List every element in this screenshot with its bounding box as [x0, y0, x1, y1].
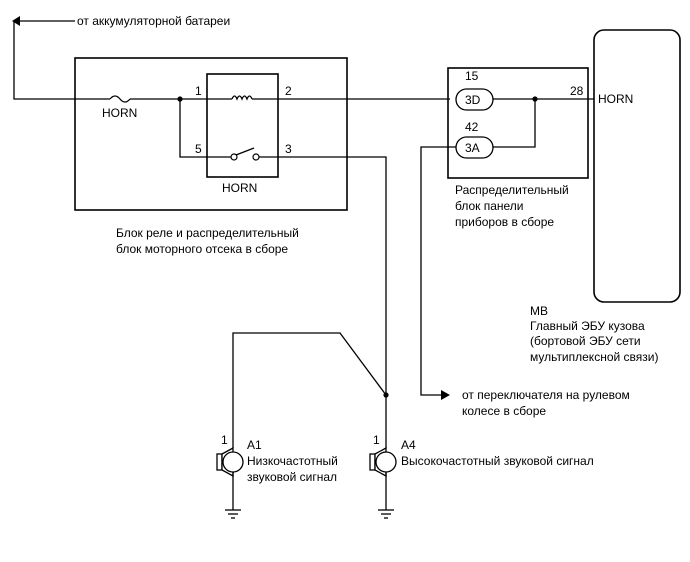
- a4-code: A4: [401, 438, 416, 452]
- mb-label-1: Главный ЭБУ кузова: [530, 319, 645, 333]
- panel-label-1: Распределительный: [455, 183, 569, 197]
- a1-pin: 1: [221, 433, 228, 447]
- relay-pin1: 1: [195, 84, 202, 98]
- mb-horn-label: HORN: [598, 92, 633, 106]
- a1-label-2: звуковой сигнал: [247, 470, 337, 484]
- pin-15: 15: [465, 69, 479, 83]
- relay-switch-blade: [235, 147, 255, 156]
- relay-block-label-2: блок моторного отсека в сборе: [116, 242, 288, 256]
- panel-label-2: блок панели: [455, 199, 524, 213]
- mb-code: MB: [530, 304, 548, 318]
- 3a-loop-wire: [493, 99, 536, 148]
- pin-42: 42: [465, 120, 479, 134]
- relay-pin3: 3: [285, 142, 292, 156]
- from-battery-label: от аккумуляторной батареи: [77, 14, 230, 28]
- low-horn-ground-icon: [225, 509, 241, 519]
- relay-pin3-wire: [259, 156, 387, 395]
- battery-arrowhead: [12, 16, 20, 26]
- relay-contact-right: [252, 153, 260, 161]
- low-horn-wire: [232, 332, 387, 448]
- fuse-label: HORN: [102, 106, 137, 120]
- a4-pin: 1: [373, 433, 380, 447]
- high-horn-ground-icon: [378, 509, 394, 519]
- engine-relay-block: [74, 57, 348, 211]
- instrument-panel-block: [447, 67, 589, 179]
- relay-pin5: 5: [195, 142, 202, 156]
- steering-switch-arrowhead: [441, 390, 450, 400]
- battery-wire: [13, 21, 110, 100]
- relay-coil-icon: [231, 95, 253, 101]
- relay-pin2: 2: [285, 84, 292, 98]
- steering-switch-label-2: колесе в сборе: [462, 404, 546, 418]
- mb-label-2: (бортовой ЭБУ сети: [530, 334, 641, 348]
- relay-label: HORN: [222, 181, 257, 195]
- relay-pin5-wire: [179, 99, 231, 158]
- steering-switch-wire: [420, 146, 456, 396]
- relay-block-label-1: Блок реле и распределительный: [116, 226, 299, 240]
- relay-contact-left: [230, 153, 238, 161]
- connector-3d-label: 3D: [465, 93, 481, 107]
- fuse-symbol: [109, 95, 131, 103]
- a4-label-1: Высокочастотный звуковой сигнал: [401, 454, 594, 468]
- pin-28: 28: [570, 84, 584, 98]
- high-horn-icon: [369, 446, 397, 478]
- panel-label-3: приборов в сборе: [455, 215, 554, 229]
- connector-3a-label: 3A: [465, 141, 480, 155]
- horn-relay: [206, 73, 279, 178]
- a1-code: A1: [247, 438, 262, 452]
- steering-switch-label-1: от переключателя на рулевом: [462, 388, 630, 402]
- a1-label-1: Низкочастотный: [247, 454, 338, 468]
- mb-label-3: мультиплексной связи): [530, 350, 658, 364]
- main-body-ecu: [593, 29, 681, 303]
- low-horn-icon: [216, 446, 244, 478]
